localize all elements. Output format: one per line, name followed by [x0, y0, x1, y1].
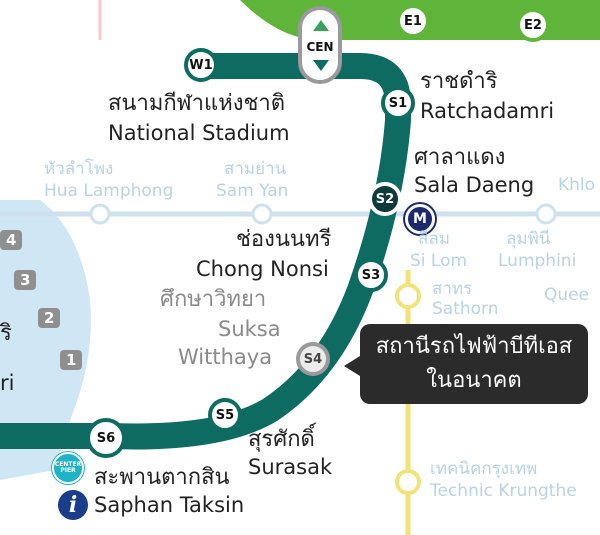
pier-badge-4: 4: [0, 230, 23, 250]
info-icon[interactable]: i: [58, 490, 88, 520]
hua-lamphong-ring: [89, 203, 111, 225]
label-sathorn-eng: Sathorn: [432, 299, 499, 319]
up-arrow-icon: [313, 20, 329, 31]
pier-badge-number: 3: [20, 271, 31, 289]
pier-badge-1: 1: [60, 350, 83, 370]
label-w1-thai: สนามกีฬาแห่งชาติ: [108, 91, 286, 116]
station-code: S4: [303, 351, 323, 367]
label-sathorn-thai: สาทร: [432, 279, 473, 299]
station-s5[interactable]: S5: [208, 398, 242, 432]
label-si-lom-eng: Si Lom: [410, 251, 468, 271]
station-s1[interactable]: S1: [381, 86, 415, 120]
label-s4-eng-1: Suksa: [218, 317, 281, 341]
label-hua-lamphong-thai: หัวลำโพง: [44, 159, 114, 179]
station-s2[interactable]: S2: [368, 182, 402, 216]
mrt-symbol: M: [413, 211, 427, 227]
station-code: S6: [96, 430, 116, 446]
technic-ring: [395, 469, 421, 495]
sathorn-ring: [395, 283, 421, 309]
station-code: CEN: [306, 40, 334, 54]
station-code: E1: [404, 13, 422, 29]
label-lumphini-eng: Lumphini: [498, 251, 577, 271]
label-left-ri-thai: ุริ: [0, 321, 12, 346]
station-cen[interactable]: CEN: [298, 6, 342, 84]
label-s4-eng-2: Witthaya: [178, 345, 273, 369]
station-code: W1: [189, 57, 213, 73]
info-symbol: i: [68, 492, 78, 518]
station-code: S3: [361, 267, 381, 283]
station-s3[interactable]: S3: [354, 258, 388, 292]
label-surasak-eng: Surasak: [248, 455, 333, 479]
station-code: S2: [375, 191, 395, 207]
center-pier-icon: CENTER PIER: [52, 452, 84, 484]
label-s1-thai: ราชดำริ: [420, 69, 498, 94]
pier-badge-number: 1: [66, 351, 77, 369]
label-s6-thai: สะพานตากสิน: [94, 465, 230, 490]
label-technic-eng: Technic Krungthe: [430, 481, 577, 501]
label-sam-yan-thai: สามย่าน: [224, 159, 287, 179]
callout-line-2: ในอนาคต: [426, 368, 522, 393]
label-s3-eng: Chong Nonsi: [196, 257, 329, 281]
station-s6[interactable]: S6: [86, 418, 126, 458]
station-code: S5: [215, 407, 235, 423]
label-khlo: Khlo: [558, 175, 596, 195]
label-s2-eng: Sala Daeng: [414, 173, 535, 197]
down-arrow-icon: [313, 60, 329, 71]
label-queen: Quee: [544, 285, 590, 305]
pier-badge-number: 2: [44, 309, 55, 327]
callout-line-1: สถานีรถไฟฟ้าบีทีเอส: [375, 334, 573, 359]
station-code: S1: [388, 95, 408, 111]
label-hua-lamphong-eng: Hua Lamphong: [44, 181, 174, 201]
label-s3-thai: ช่องนนทรี: [236, 227, 332, 252]
pier-badge-2: 2: [38, 308, 61, 328]
callout-tail: [344, 356, 360, 376]
label-sam-yan-eng: Sam Yan: [216, 181, 289, 201]
station-e2[interactable]: E2: [516, 8, 550, 42]
label-surasak-thai: สุรศักดิ์: [248, 427, 315, 452]
station-s4[interactable]: S4: [296, 342, 330, 376]
label-si-lom-thai: สีลม: [418, 229, 450, 249]
label-w1-eng: National Stadium: [108, 121, 290, 145]
station-w1[interactable]: W1: [184, 48, 218, 82]
station-e1[interactable]: E1: [396, 4, 430, 38]
label-s2-thai: ศาลาแดง: [414, 145, 506, 170]
pier-badge-3: 3: [14, 270, 37, 290]
sam-yan-ring: [251, 203, 273, 225]
label-s6-eng: Saphan Taksin: [94, 493, 245, 517]
label-s4-thai: ศึกษาวิทยา: [160, 287, 267, 312]
label-lumphini-thai: ลุมพินี: [506, 229, 551, 249]
center-pier-label: CENTER PIER: [54, 461, 82, 474]
label-left-ri: ri: [0, 371, 15, 395]
mrt-icon: M: [405, 204, 435, 234]
pier-badge-number: 4: [6, 231, 17, 249]
label-s1-eng: Ratchadamri: [420, 99, 555, 123]
station-code: E2: [524, 17, 542, 33]
lumphini-ring: [535, 203, 557, 225]
label-technic-thai: เทคนิคกรุงเทพ: [430, 459, 538, 479]
future-station-callout: สถานีรถไฟฟ้าบีทีเอส ในอนาคต: [360, 324, 588, 404]
